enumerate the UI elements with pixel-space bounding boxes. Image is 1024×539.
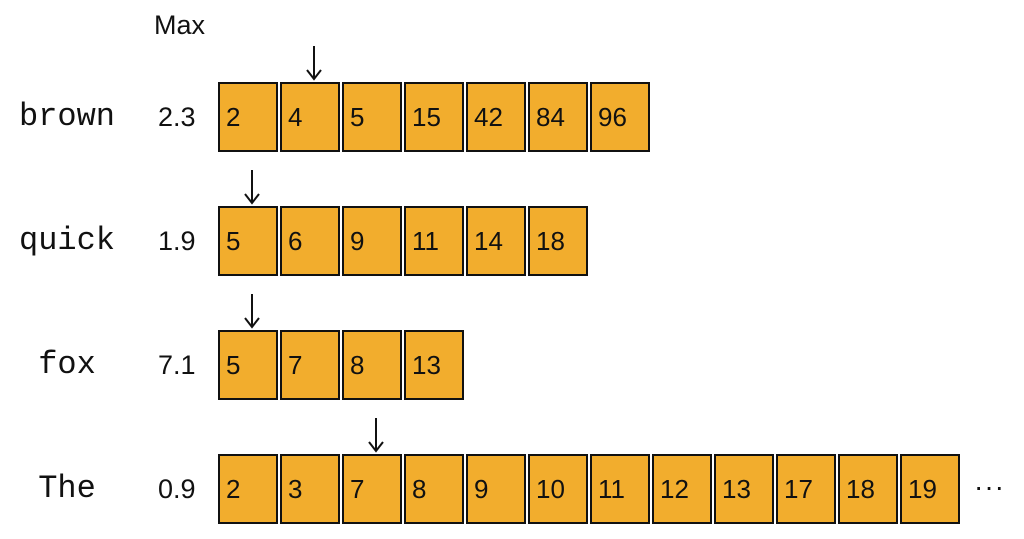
posting-cell: 3	[280, 454, 340, 524]
doc-id: 4	[288, 102, 303, 132]
doc-id: 7	[350, 474, 365, 504]
posting-cell: 2	[218, 454, 278, 524]
max-score: 0.9	[158, 474, 196, 504]
max-score: 7.1	[158, 350, 196, 380]
doc-id: 5	[226, 226, 241, 256]
term-label: brown	[18, 98, 115, 135]
doc-id: 13	[722, 474, 751, 504]
cursor-down-arrow-icon	[306, 46, 322, 81]
posting-cell: 15	[404, 82, 464, 152]
posting-cell: 13	[404, 330, 464, 400]
term-label: The	[38, 470, 96, 507]
posting-cell: 19	[900, 454, 960, 524]
doc-id: 96	[598, 102, 627, 132]
doc-id: 42	[474, 102, 503, 132]
term-row: brown 2.3 2 4 5 15 42 84 96	[0, 46, 1024, 152]
posting-cell: 11	[404, 206, 464, 276]
posting-cell: 17	[776, 454, 836, 524]
term-row: quick 1.9 5 6 9 11 14 18	[0, 170, 1024, 276]
posting-cell: 14	[466, 206, 526, 276]
doc-id: 18	[846, 474, 875, 504]
ellipsis-icon: ···	[974, 471, 1005, 502]
doc-id: 9	[350, 226, 365, 256]
posting-cell: 96	[590, 82, 650, 152]
arrow-head	[244, 193, 260, 205]
posting-cell: 8	[342, 330, 402, 400]
doc-id: 3	[288, 474, 303, 504]
doc-id: 19	[908, 474, 937, 504]
term-row: The 0.9 2 3 7 8 9 10 11 12 13 17 18 19 ···	[0, 418, 1024, 524]
posting-cell: 18	[528, 206, 588, 276]
posting-cell: 9	[466, 454, 526, 524]
max-score: 1.9	[158, 226, 196, 256]
posting-cell: 18	[838, 454, 898, 524]
posting-cell: 4	[280, 82, 340, 152]
cursor-down-arrow-icon	[368, 418, 384, 453]
doc-id: 8	[412, 474, 427, 504]
doc-id: 17	[784, 474, 813, 504]
posting-cell: 11	[590, 454, 650, 524]
posting-cell: 5	[342, 82, 402, 152]
cursor-down-arrow-icon	[244, 170, 260, 205]
doc-id: 10	[536, 474, 565, 504]
doc-id: 14	[474, 226, 503, 256]
posting-cell: 5	[218, 206, 278, 276]
doc-id: 18	[536, 226, 565, 256]
doc-id: 5	[350, 102, 365, 132]
posting-cell: 8	[404, 454, 464, 524]
max-column-header: Max	[154, 10, 206, 40]
arrow-head	[368, 441, 384, 453]
doc-id: 5	[226, 350, 241, 380]
doc-id: 2	[226, 474, 241, 504]
posting-cell: 42	[466, 82, 526, 152]
doc-id: 9	[474, 474, 489, 504]
doc-id: 11	[412, 226, 439, 256]
posting-list: 2 3 7 8 9 10 11 12 13 17 18 19	[218, 454, 960, 524]
posting-cell: 6	[280, 206, 340, 276]
doc-id: 6	[288, 226, 303, 256]
posting-list: 5 7 8 13	[218, 330, 464, 400]
posting-cell: 10	[528, 454, 588, 524]
posting-cell: 2	[218, 82, 278, 152]
cursor-down-arrow-icon	[244, 294, 260, 329]
doc-id: 11	[598, 474, 625, 504]
posting-list: 2 4 5 15 42 84 96	[218, 82, 650, 152]
posting-cell: 5	[218, 330, 278, 400]
doc-id: 8	[350, 350, 365, 380]
posting-list: 5 6 9 11 14 18	[218, 206, 588, 276]
term-row: fox 7.1 5 7 8 13	[0, 294, 1024, 400]
max-score: 2.3	[158, 102, 196, 132]
doc-id: 13	[412, 350, 441, 380]
posting-cell: 13	[714, 454, 774, 524]
doc-id: 7	[288, 350, 303, 380]
posting-cell: 84	[528, 82, 588, 152]
arrow-head	[306, 69, 322, 81]
arrow-head	[244, 317, 260, 329]
doc-id: 12	[660, 474, 689, 504]
posting-cell: 9	[342, 206, 402, 276]
doc-id: 2	[226, 102, 241, 132]
doc-id: 15	[412, 102, 441, 132]
posting-cell: 7	[342, 454, 402, 524]
posting-cell: 12	[652, 454, 712, 524]
term-label: quick	[18, 222, 115, 259]
doc-id: 84	[536, 102, 565, 132]
posting-cell: 7	[280, 330, 340, 400]
term-label: fox	[38, 346, 96, 383]
